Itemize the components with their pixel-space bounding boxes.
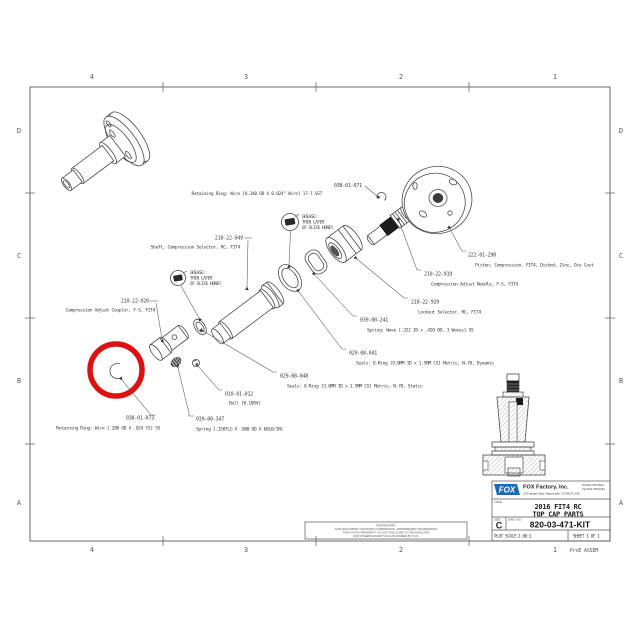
drawing-number: 820-03-471-KIT: [530, 520, 591, 530]
grease-callout-1: GREASE: THIN LAYER OF SLICK HONEY: [281, 213, 334, 231]
title-label: TITLE: [494, 500, 502, 504]
company-fax: Fax 831-768-9342: [582, 487, 605, 491]
zone-row-b-right: B: [619, 377, 623, 385]
zone-row-c-left: C: [17, 252, 21, 260]
part-number-039-00-241: 039-00-241: [360, 318, 388, 324]
drawing-title-line2: TOP CAP PARTS: [533, 511, 584, 519]
lockout-selector-drawing: [325, 225, 363, 263]
proprietary-line4: FOR OTHERS EXCEPT AS AUTHORIZED BY FOX.: [353, 534, 419, 538]
zone-row-a-left: A: [17, 499, 22, 507]
dwg-no-label: DWG. NO.: [508, 518, 522, 522]
company-name: FOX Factory, Inc.: [523, 485, 569, 491]
part-desc-210-22-929: Lockout Selector, RC, FIT4: [418, 310, 481, 316]
plot-source-note: ProE ASSEM: [570, 548, 598, 554]
part-desc-029-08-041: Seals: O-Ring [9.0MM ID x 1.5MM CS] Metr…: [356, 361, 494, 367]
part-number-029-08-048: 029-08-048: [280, 374, 308, 380]
retaining-ring-top-drawing: [376, 192, 387, 201]
part-desc-210-22-919: Compression Adjust Needle, F-S, FIT4: [431, 282, 519, 288]
sheet-size: C: [496, 521, 503, 531]
zone-labels: 4 3 2 1 4 3 2 1 D C B A D C B A: [17, 73, 624, 554]
compression-adjust-coupler-drawing: [149, 324, 189, 361]
part-desc-210-22-920: Compression Adjust Coupler, F-S, FIT4: [66, 308, 156, 314]
red-highlight-circle: [87, 341, 145, 399]
grease-note-line2: THIN LAYER: [302, 220, 325, 225]
shaft-compression-selector-drawing: [211, 281, 285, 345]
plot-scale-value: 2.00:1: [518, 534, 532, 539]
proprietary-note: PROPRIETARY THIS DOCUMENT CONTAINS CONFI…: [304, 521, 468, 540]
plot-scale-label: PLOT SCALE: [494, 534, 517, 539]
zone-col-4-bottom: 4: [90, 546, 94, 554]
part-desc-039-00-347: Spring [.150TLG X .080 OD X 60LB/IN]: [196, 427, 283, 433]
zone-row-d-right: D: [619, 127, 623, 135]
grease-note-line1: GREASE:: [302, 214, 318, 219]
grease-note-line2: THIN LAYER: [190, 276, 213, 281]
proprietary-line3: THAT IS FOX PROPERTY. DO NOT DISCLOSE TO…: [343, 531, 430, 535]
part-desc-038-01-073: Retaining Ring: Wire [.280 OD X .024 CS]…: [56, 426, 160, 432]
part-desc-222-01-290: Piston, Compression, FIT4, Dished, Zinc,…: [475, 263, 594, 269]
part-desc-029-08-048: Seals: O-Ring [3.0MM ID x 1.5MM CS] Metr…: [287, 384, 423, 390]
cross-section-view: [482, 373, 546, 477]
part-number-210-22-920: 210-22-920: [121, 299, 149, 305]
piston-drawing: [401, 165, 473, 235]
zone-row-a-right: A: [619, 499, 624, 507]
fox-logo: [494, 484, 520, 495]
part-number-010-01-012: 010-01-012: [225, 392, 253, 398]
proprietary-line2: THIS DOCUMENT CONTAINS CONFIDENTIAL, PRO…: [335, 527, 437, 531]
top-cap-assembly-drawing: [60, 111, 151, 191]
part-number-210-22-949: 210-22-949: [215, 236, 243, 242]
part-number-029-08-041: 029-08-041: [349, 351, 377, 357]
part-desc-039-00-241: Spring: Wave [.322 ID x .420 OD, 3 Waves…: [367, 328, 474, 334]
zone-col-1-top: 1: [553, 73, 557, 81]
part-labels: 038-01-071 Retaining Ring: Wire [0.340 O…: [56, 183, 594, 433]
wave-spring-drawing: [304, 249, 328, 275]
oring-static-drawing: [193, 319, 207, 335]
part-number-210-22-929: 210-22-929: [411, 300, 439, 306]
zone-row-c-right: C: [619, 252, 623, 260]
part-desc-010-01-012: Ball [0.1094]: [229, 401, 260, 407]
size-label: SIZE: [494, 518, 500, 522]
sheet-border: [25, 82, 615, 546]
part-number-039-00-347: 039-00-347: [196, 417, 224, 423]
part-desc-210-22-949: Shaft, Compression Selector, RC, FIT4: [151, 245, 241, 251]
part-number-210-22-919: 210-22-919: [424, 272, 452, 278]
ball-drawing: [191, 358, 200, 367]
sheet-number: SHEET 1 OF 1: [573, 534, 600, 539]
zone-col-3-top: 3: [244, 73, 248, 81]
grease-note-line3: OF SLICK HONEY: [302, 225, 334, 230]
company-phone: Ph 831-768-1100: [582, 483, 604, 487]
grease-note-line3: OF SLICK HONEY: [190, 281, 222, 286]
spring-drawing: [170, 357, 182, 368]
fox-logo-text: FOX: [499, 486, 516, 495]
leader-lines: [118, 185, 466, 417]
grease-callout-2: GREASE: THIN LAYER OF SLICK HONEY: [170, 270, 222, 286]
zone-col-4-top: 4: [90, 73, 94, 81]
part-desc-038-01-071: Retaining Ring: Wire [0.340 OD X 0.024" …: [192, 191, 323, 197]
retaining-ring-bottom-drawing: [109, 363, 123, 379]
title-block: FOX FOX Factory, Inc. 130 Hanger Way, Wa…: [491, 480, 611, 542]
zone-row-b-left: B: [17, 377, 21, 385]
zone-col-3-bottom: 3: [244, 546, 248, 554]
zone-col-2-top: 2: [399, 73, 403, 81]
part-number-038-01-073: 038-01-073: [126, 416, 154, 422]
company-address: 130 Hanger Way, Watsonville, CA 95076 US…: [523, 492, 580, 496]
zone-col-2-bottom: 2: [399, 546, 403, 554]
zone-col-1-bottom: 1: [553, 546, 557, 554]
zone-row-d-left: D: [17, 127, 21, 135]
proprietary-line1: PROPRIETARY: [376, 524, 396, 528]
drawing-title-line1: 2016 FIT4 RC: [535, 503, 582, 511]
part-number-038-01-071: 038-01-071: [334, 183, 362, 189]
part-number-222-01-290: 222-01-290: [468, 253, 496, 259]
grease-note-line1: GREASE:: [190, 270, 206, 275]
